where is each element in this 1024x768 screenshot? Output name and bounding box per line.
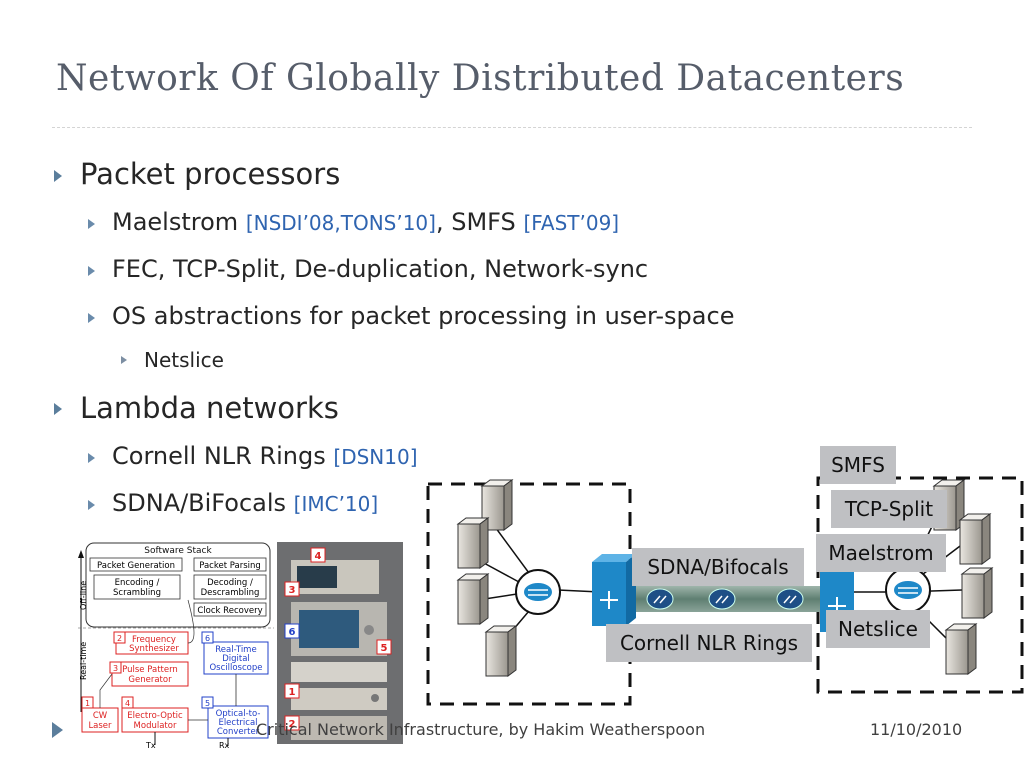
server-icon: [944, 623, 978, 675]
stack-packet-parsing: Packet Parsing: [199, 561, 261, 571]
server-icon: [958, 513, 992, 565]
tag-1: 1: [85, 699, 90, 708]
software-stack-diagram: Software Stack Packet Generation Packet …: [78, 542, 274, 750]
citation-smfs: [FAST’09]: [523, 211, 620, 235]
bullet-maelstrom: Maelstrom [NSDI’08,TONS’10], SMFS [FAST’…: [112, 208, 620, 236]
bullet-arrow-icon: [88, 313, 95, 323]
photo-tag-1: 1: [289, 687, 296, 698]
stack-generator: Generator: [128, 675, 172, 685]
photo-tag-4: 4: [315, 551, 322, 562]
bullet-arrow-icon: [88, 500, 95, 510]
footer-date: 11/10/2010: [870, 720, 963, 739]
stack-realtime: Real-Time: [215, 645, 256, 655]
photo-tag-2: 2: [289, 719, 296, 730]
server-icon: [456, 517, 490, 569]
stack-electro-optic: Electro-Optic: [127, 711, 183, 721]
footer-text: Critical Network Infrastructure, by Haki…: [256, 720, 706, 739]
stack-encoding: Encoding /: [115, 578, 160, 588]
stack-realtime-label: Real-time: [79, 642, 88, 680]
bullet-sdna: SDNA/BiFocals [IMC’10]: [112, 489, 379, 517]
router-left-icon: [592, 554, 636, 626]
photo-tag-3: 3: [289, 585, 296, 596]
citation-imc: [IMC’10]: [293, 492, 379, 516]
bullet-cornell: Cornell NLR Rings [DSN10]: [112, 442, 418, 470]
stack-descrambling: Descrambling: [201, 588, 260, 598]
datacenter-right-box: [816, 476, 1024, 694]
bullet-arrow-icon: [121, 356, 127, 364]
tag-6: 6: [205, 634, 210, 643]
stack-ote3: Converter: [217, 727, 260, 737]
bullet-arrow-icon: [88, 266, 95, 276]
lab-equipment-photo: 4 3 5 1 2 6: [277, 542, 403, 744]
bullet-lambda-networks: Lambda networks: [80, 391, 339, 425]
stack-ote1: Optical-to-: [216, 709, 261, 719]
tag-2: 2: [117, 634, 122, 643]
label-maelstrom: Maelstrom: [816, 534, 946, 572]
bullet-arrow-icon: [54, 403, 62, 415]
server-icon: [484, 625, 518, 677]
stack-oscilloscope: Oscilloscope: [209, 663, 262, 673]
bullet-arrow-icon: [54, 170, 62, 182]
bullet-fec: FEC, TCP-Split, De-duplication, Network-…: [112, 255, 649, 283]
title-divider: [52, 127, 972, 128]
stack-decoding: Decoding /: [207, 578, 253, 588]
stack-pulse-pattern: Pulse Pattern: [122, 665, 178, 675]
stack-packet-generation: Packet Generation: [97, 561, 175, 571]
stack-tx: Tx: [145, 741, 156, 750]
stack-scrambling: Scrambling: [113, 588, 161, 598]
label-smfs: SMFS: [820, 446, 896, 484]
stack-title: Software Stack: [144, 546, 212, 556]
tag-5: 5: [205, 699, 210, 708]
bullet-netslice: Netslice: [144, 348, 224, 372]
tag-4: 4: [125, 699, 130, 708]
stack-frequency: Frequency: [132, 635, 176, 645]
photo-tag-6: 6: [289, 627, 296, 638]
label-cornell-nlr: Cornell NLR Rings: [606, 624, 812, 662]
stack-digital: Digital: [222, 654, 250, 664]
stack-synthesizer: Synthesizer: [129, 644, 179, 654]
network-diagram: [426, 476, 1024, 706]
stack-modulator: Modulator: [134, 721, 177, 731]
stack-laser: Laser: [88, 721, 112, 731]
slide-title: Network Of Globally Distributed Datacent…: [56, 58, 905, 99]
label-netslice: Netslice: [826, 610, 930, 648]
label-sdna-bifocals: SDNA/Bifocals: [632, 548, 804, 586]
bullet-arrow-icon: [88, 453, 95, 463]
stack-cw: CW: [93, 711, 108, 721]
bullet-os-abstractions: OS abstractions for packet processing in…: [112, 302, 735, 330]
citation-maelstrom: [NSDI’08,TONS’10]: [245, 211, 436, 235]
server-icon: [456, 573, 490, 625]
label-tcp-split: TCP-Split: [831, 490, 947, 528]
bullet-arrow-icon: [88, 219, 95, 229]
tag-3: 3: [113, 664, 118, 673]
citation-dsn: [DSN10]: [333, 445, 418, 469]
footer-arrow-icon: [52, 722, 63, 738]
stack-rx: Rx: [219, 741, 230, 750]
server-icon: [960, 567, 994, 619]
stack-clock-recovery: Clock Recovery: [197, 606, 262, 616]
bullet-packet-processors: Packet processors: [80, 157, 341, 191]
photo-tag-5: 5: [381, 643, 388, 654]
stack-ote2: Electrical: [218, 718, 257, 728]
stack-offline-label: Off-line: [79, 581, 88, 610]
